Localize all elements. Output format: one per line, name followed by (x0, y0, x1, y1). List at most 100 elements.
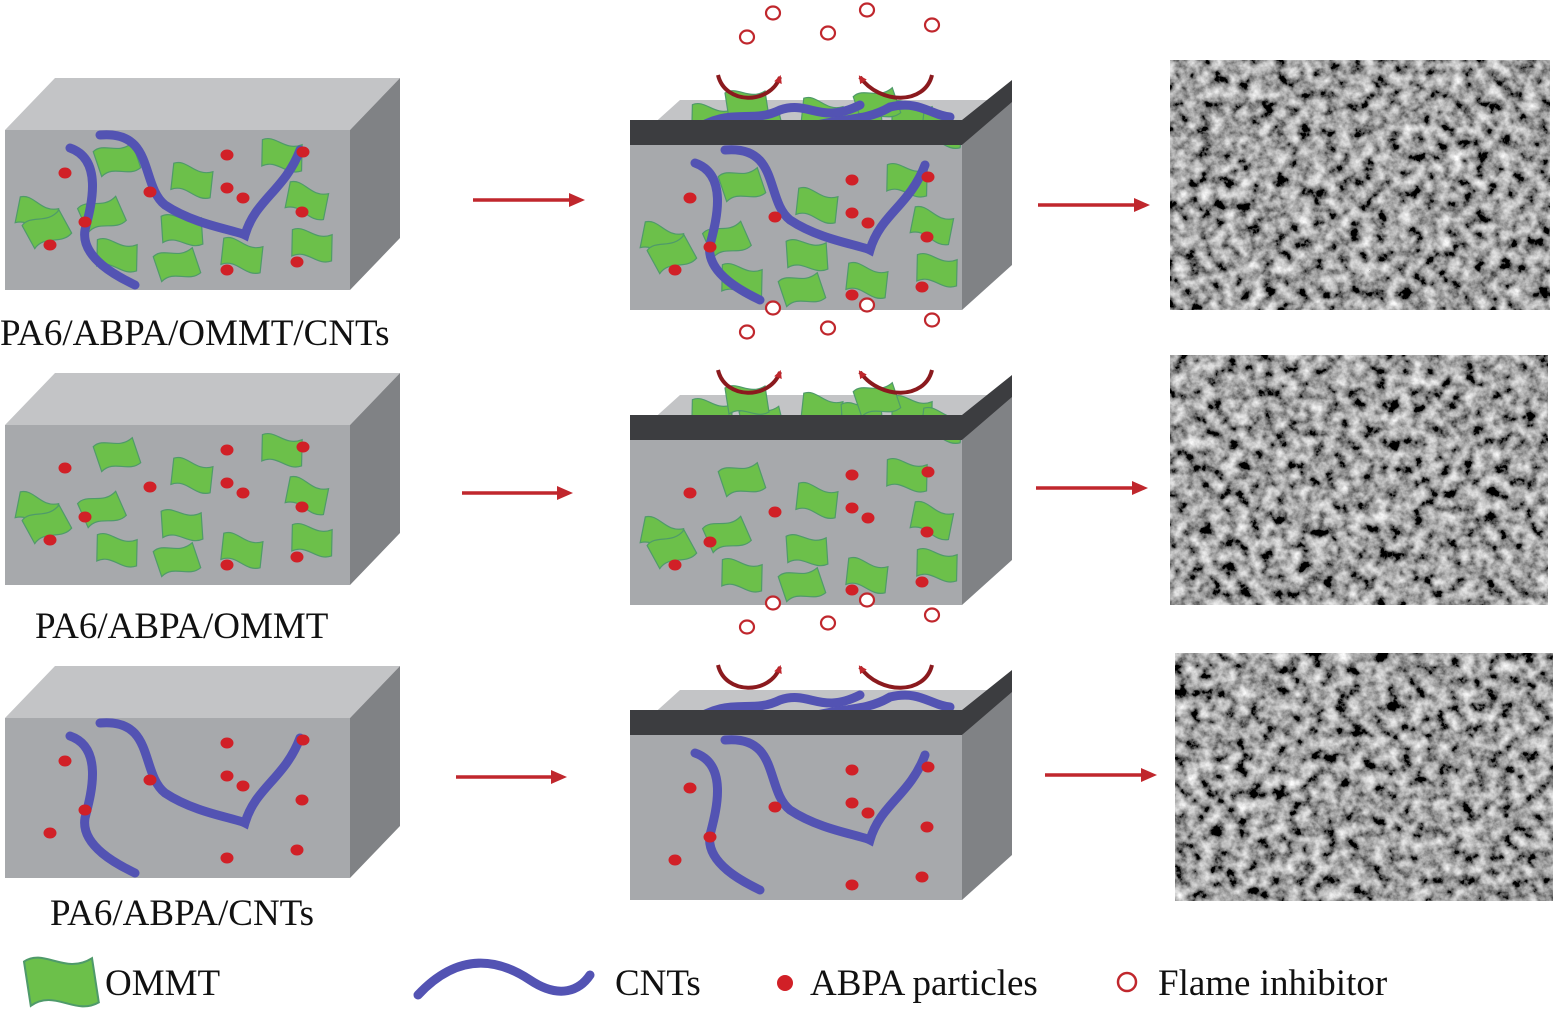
ommt-flake (646, 233, 698, 275)
legend-flame-inhibitor-icon (1116, 971, 1138, 993)
abpa-particle (236, 487, 250, 499)
arrow-head-icon (557, 486, 573, 500)
abpa-particle (845, 174, 859, 186)
abpa-particle (58, 462, 72, 474)
cnt-tube (95, 718, 305, 830)
abpa-particle (668, 854, 682, 866)
abpa-particle (220, 737, 234, 749)
curved-arrow-icon (858, 369, 934, 395)
legend-ommt-label: OMMT (105, 963, 220, 1004)
abpa-particle (683, 782, 697, 794)
flame-inhibitor-icon (858, 297, 876, 313)
block-pa6-abpa-ommt-cnts (5, 78, 400, 290)
ommt-flake (795, 186, 839, 224)
ommt-flake (261, 432, 303, 468)
abpa-particle (703, 831, 717, 843)
abpa-particle (236, 192, 250, 204)
matrix-top-face (5, 373, 400, 425)
abpa-particle (668, 264, 682, 276)
ommt-flake (777, 271, 827, 308)
abpa-particle (290, 256, 304, 268)
ommt-flake (916, 252, 958, 288)
ommt-flake (785, 239, 829, 272)
charred-block-ommt-cnts (630, 2, 1012, 310)
flame-inhibitor-icon (923, 607, 941, 623)
charred-block-cnts (630, 592, 1012, 900)
sem-char-micrograph (1175, 653, 1553, 901)
flame-inhibitor-icon (819, 320, 837, 336)
matrix-top-face (5, 666, 400, 718)
block-pa6-abpa-ommt (5, 373, 400, 585)
abpa-particle (920, 231, 934, 243)
abpa-particle (845, 584, 859, 596)
abpa-particle (58, 755, 72, 767)
abpa-particle (78, 804, 92, 816)
curved-arrow-icon (716, 369, 782, 395)
curved-arrow-icon (858, 74, 934, 100)
arrow-head-icon (1134, 198, 1150, 212)
abpa-particle (921, 171, 935, 183)
matrix-side-face (350, 373, 400, 585)
arrow-head-icon (1141, 768, 1157, 782)
flame-inhibitor-icon (738, 29, 756, 45)
flame-inhibitor-icon (819, 25, 837, 41)
matrix-side-face (350, 78, 400, 290)
cnt-tube (95, 130, 305, 242)
flame-inhibitor-icon (923, 312, 941, 328)
ommt-flake (785, 534, 829, 567)
abpa-particle (915, 576, 929, 588)
abpa-particle (921, 466, 935, 478)
abpa-particle (683, 192, 697, 204)
arrow-head-icon (551, 770, 567, 784)
matrix-side-face (350, 666, 400, 878)
abpa-particle (845, 879, 859, 891)
abpa-particle (220, 852, 234, 864)
ommt-flake (721, 557, 763, 593)
matrix-contents (639, 145, 958, 308)
abpa-particle (295, 206, 309, 218)
legend-cnts-label: CNTs (615, 963, 701, 1004)
abpa-particle (915, 281, 929, 293)
abpa-particle (296, 734, 310, 746)
matrix-side-face (962, 395, 1012, 605)
ommt-flake (646, 528, 698, 570)
ommt-flake (845, 261, 889, 299)
abpa-particle (296, 441, 310, 453)
cnt-tube (720, 145, 930, 257)
abpa-particle (290, 844, 304, 856)
abpa-particle (295, 794, 309, 806)
cnt-tube (65, 731, 140, 878)
curved-arrow-icon (716, 664, 782, 690)
ommt-flake (92, 141, 142, 178)
ommt-flake (170, 161, 214, 199)
ommt-flake (21, 208, 73, 250)
char-layer (630, 670, 1012, 735)
abpa-particle (768, 211, 782, 223)
legend-flame-inhibitor-label: Flame inhibitor (1158, 963, 1387, 1004)
abpa-particle (920, 821, 934, 833)
abpa-particle (861, 512, 875, 524)
ommt-flake (717, 166, 767, 203)
ommt-flake (795, 481, 839, 519)
flame-inhibitor-icon (858, 592, 876, 608)
abpa-particle (295, 501, 309, 513)
cnt-tube (685, 100, 865, 138)
arrow-head-icon (1132, 481, 1148, 495)
abpa-particle (296, 146, 310, 158)
ommt-flake (777, 566, 827, 603)
abpa-particle (845, 207, 859, 219)
flame-inhibitor-icon (738, 619, 756, 635)
flame-inhibitor-icon (764, 595, 782, 611)
abpa-particle (220, 477, 234, 489)
matrix-top-face (5, 78, 400, 130)
ommt-flake (909, 500, 955, 541)
abpa-particle (143, 481, 157, 493)
matrix-side-face (962, 690, 1012, 900)
ommt-flake (291, 522, 333, 558)
charred-block-ommt (630, 297, 1012, 605)
abpa-particle (861, 807, 875, 819)
ommt-flake (845, 556, 889, 594)
abpa-particle (220, 182, 234, 194)
abpa-particle (220, 770, 234, 782)
flame-inhibitor-icon (819, 615, 837, 631)
